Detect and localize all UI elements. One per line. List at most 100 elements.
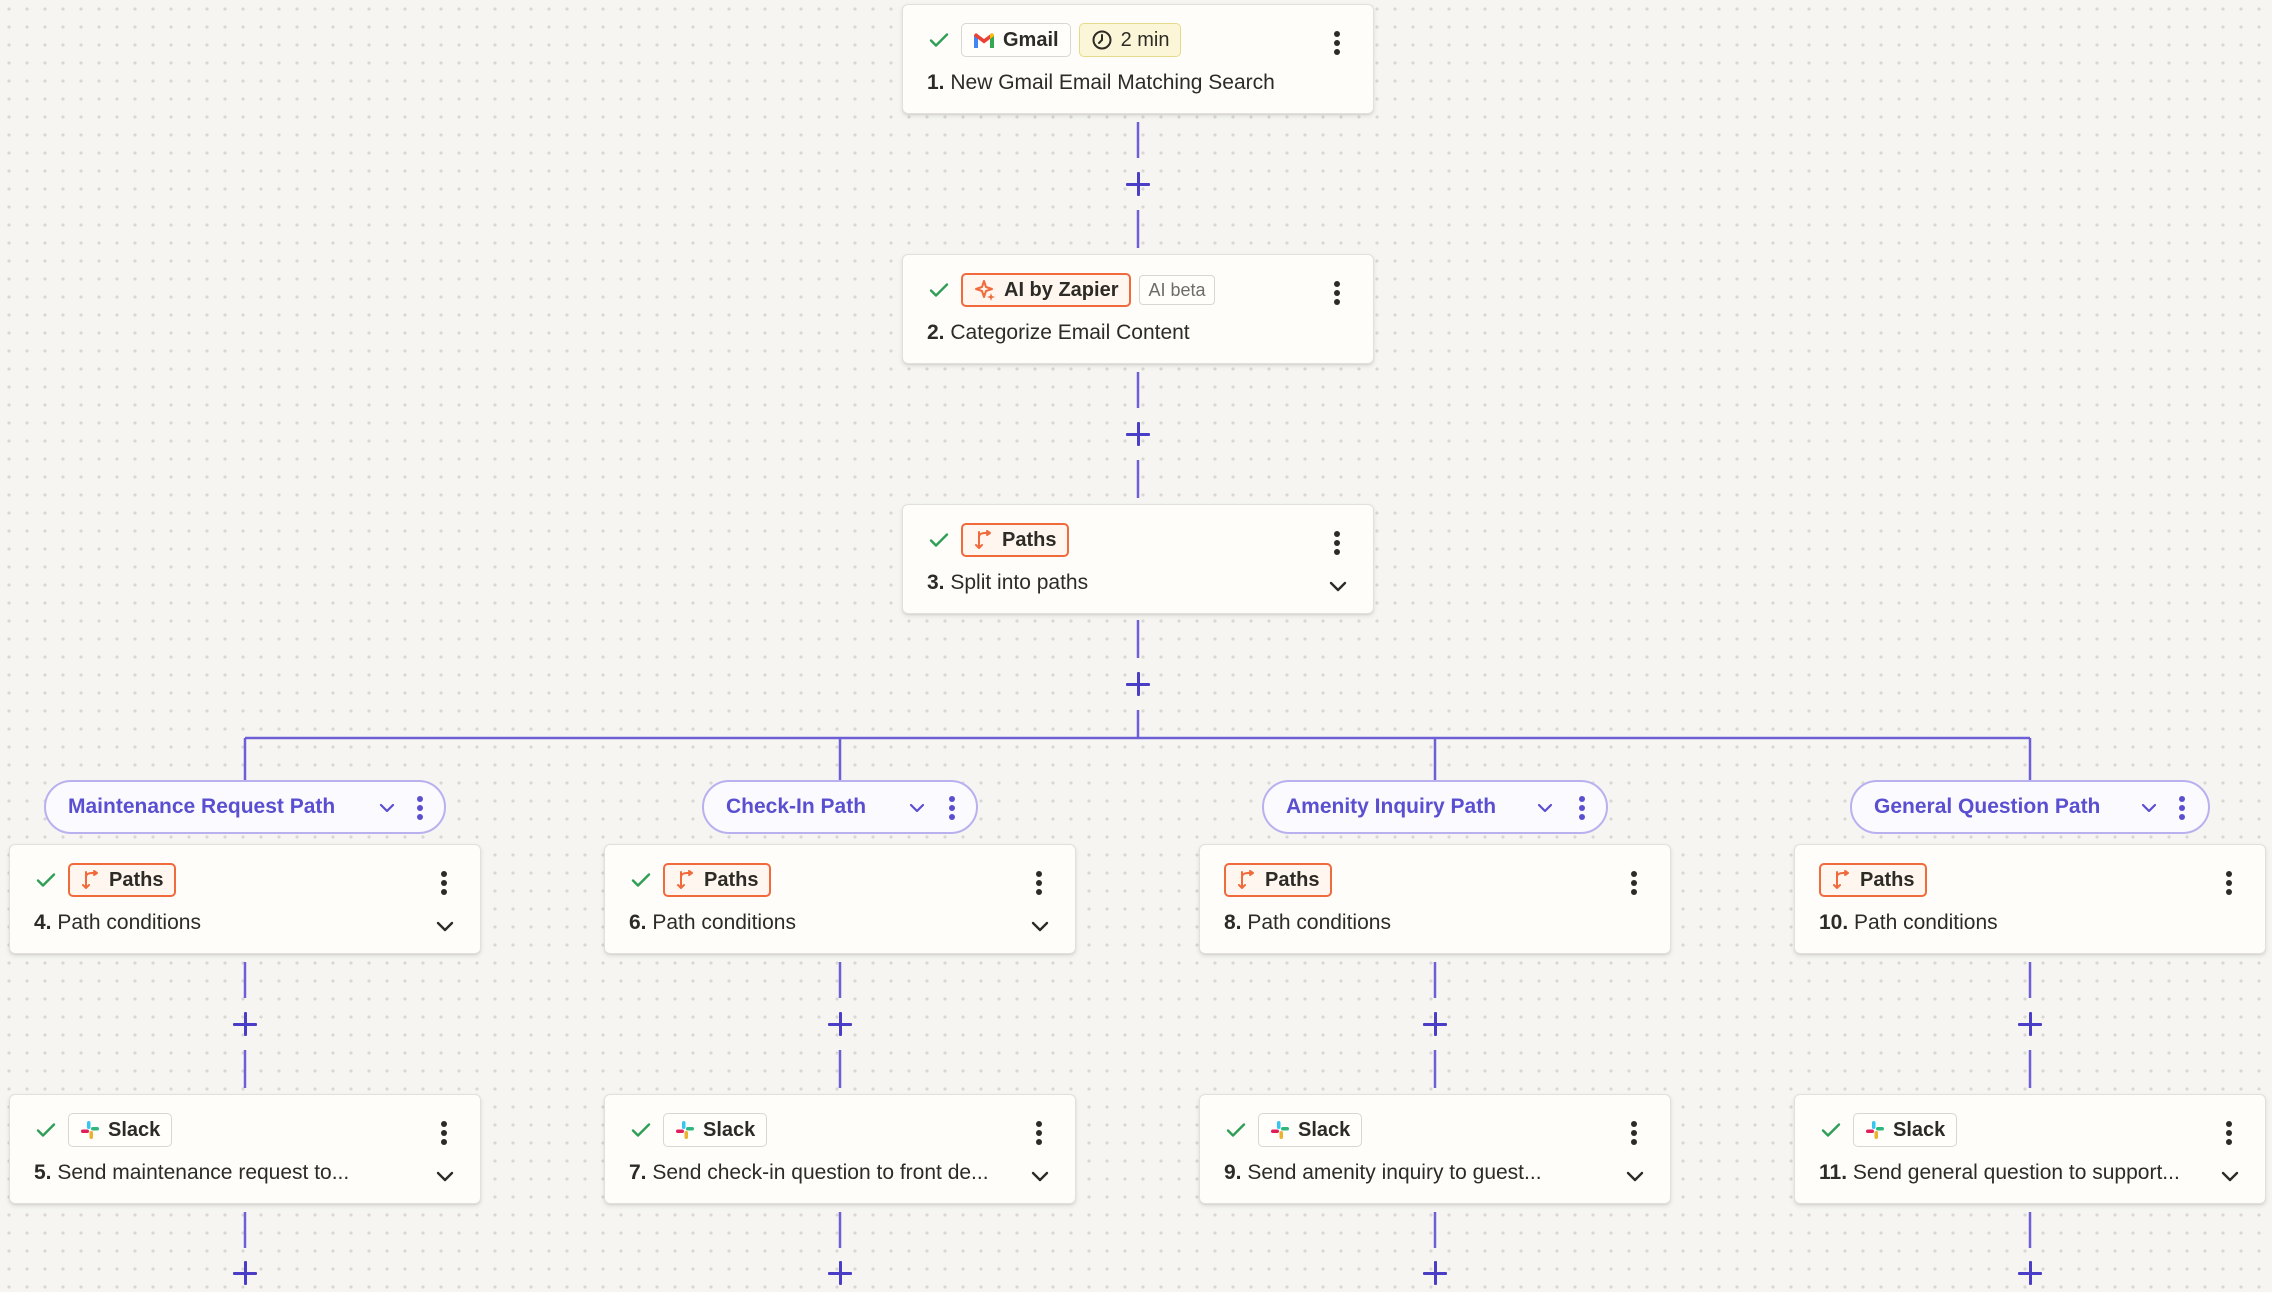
step-title-text: Split into paths xyxy=(950,571,1089,594)
paths-icon xyxy=(975,530,991,549)
app-badge: Slack xyxy=(68,1113,173,1147)
chevron-down-icon[interactable] xyxy=(906,797,928,819)
chevron-down-icon[interactable] xyxy=(1534,797,1556,819)
step-title: 11. Send general question to support... xyxy=(1819,1161,2180,1185)
step-card-path-conditions[interactable]: Paths 4. Path conditions xyxy=(9,844,481,954)
step-title: 7. Send check-in question to front de... xyxy=(629,1161,989,1185)
step-number: 3. xyxy=(927,571,945,594)
path-name: Amenity Inquiry Path xyxy=(1286,795,1497,818)
app-name: Paths xyxy=(1002,528,1057,551)
app-name: Paths xyxy=(704,868,759,891)
path-pill-general[interactable]: General Question Path xyxy=(1850,780,2210,834)
more-icon[interactable] xyxy=(430,867,458,899)
check-icon xyxy=(36,1123,56,1137)
path-pill-check-in[interactable]: Check-In Path xyxy=(702,780,978,834)
app-name: Gmail xyxy=(1003,28,1059,51)
add-step-icon[interactable] xyxy=(827,1011,853,1037)
more-icon[interactable] xyxy=(430,1117,458,1149)
step-number: 4. xyxy=(34,911,52,934)
more-icon[interactable] xyxy=(1620,1117,1648,1149)
step-card-split-paths[interactable]: Paths 3. Split into paths xyxy=(902,504,1374,614)
more-icon[interactable] xyxy=(944,793,960,823)
clock-icon xyxy=(1092,30,1112,50)
check-icon xyxy=(36,873,56,887)
app-name: Slack xyxy=(703,1118,756,1141)
slack-icon xyxy=(81,1121,99,1139)
chevron-down-icon[interactable] xyxy=(432,1163,458,1189)
chevron-down-icon[interactable] xyxy=(432,913,458,939)
chevron-down-icon[interactable] xyxy=(1325,573,1351,599)
step-number: 5. xyxy=(34,1161,52,1184)
gmail-icon xyxy=(974,32,994,48)
add-step-icon[interactable] xyxy=(1125,421,1151,447)
app-name: AI by Zapier xyxy=(1004,278,1119,301)
step-title: 5. Send maintenance request to... xyxy=(34,1161,349,1185)
more-icon[interactable] xyxy=(1323,527,1351,559)
step-number: 7. xyxy=(629,1161,647,1184)
more-icon[interactable] xyxy=(2215,1117,2243,1149)
step-card-slack-action[interactable]: Slack 5. Send maintenance request to... xyxy=(9,1094,481,1204)
paths-icon xyxy=(1833,870,1849,889)
step-card-slack-action[interactable]: Slack 7. Send check-in question to front… xyxy=(604,1094,1076,1204)
path-name: Check-In Path xyxy=(726,795,867,818)
add-step-icon[interactable] xyxy=(232,1011,258,1037)
add-step-icon[interactable] xyxy=(1125,171,1151,197)
step-card-slack-action[interactable]: Slack 9. Send amenity inquiry to guest..… xyxy=(1199,1094,1671,1204)
more-icon[interactable] xyxy=(1323,27,1351,59)
step-card-ai-categorize[interactable]: AI by Zapier AI beta 2. Categorize Email… xyxy=(902,254,1374,364)
more-icon[interactable] xyxy=(2174,793,2190,823)
more-icon[interactable] xyxy=(412,793,428,823)
step-number: 8. xyxy=(1224,911,1242,934)
step-title-text: Path conditions xyxy=(1854,911,1998,934)
ai-beta-tag: AI beta xyxy=(1139,275,1215,305)
add-step-icon[interactable] xyxy=(827,1260,853,1286)
add-step-icon[interactable] xyxy=(1125,671,1151,697)
step-title-text: Path conditions xyxy=(652,911,796,934)
step-card-path-conditions[interactable]: Paths 6. Path conditions xyxy=(604,844,1076,954)
path-name: Maintenance Request Path xyxy=(68,795,336,818)
add-step-icon[interactable] xyxy=(2017,1011,2043,1037)
app-badge: Paths xyxy=(961,523,1070,557)
step-number: 6. xyxy=(629,911,647,934)
chevron-down-icon[interactable] xyxy=(1622,1163,1648,1189)
app-badge: Paths xyxy=(1224,863,1333,897)
step-title-text: Send maintenance request to... xyxy=(57,1161,350,1184)
path-pill-maintenance[interactable]: Maintenance Request Path xyxy=(44,780,446,834)
add-step-icon[interactable] xyxy=(2017,1260,2043,1286)
more-icon[interactable] xyxy=(1025,867,1053,899)
chevron-down-icon[interactable] xyxy=(2138,797,2160,819)
slack-icon xyxy=(676,1121,694,1139)
step-card-path-conditions[interactable]: Paths 10. Path conditions xyxy=(1794,844,2266,954)
step-title: 6. Path conditions xyxy=(629,911,796,935)
more-icon[interactable] xyxy=(1620,867,1648,899)
step-title: 3. Split into paths xyxy=(927,571,1088,595)
step-card-path-conditions[interactable]: Paths 8. Path conditions xyxy=(1199,844,1671,954)
add-step-icon[interactable] xyxy=(1422,1260,1448,1286)
app-badge: Slack xyxy=(1258,1113,1363,1147)
step-title-text: Send general question to support... xyxy=(1852,1161,2180,1184)
app-name: Paths xyxy=(1860,868,1915,891)
more-icon[interactable] xyxy=(1323,277,1351,309)
chevron-down-icon[interactable] xyxy=(376,797,398,819)
more-icon[interactable] xyxy=(1574,793,1590,823)
check-icon xyxy=(929,33,949,47)
step-card-slack-action[interactable]: Slack 11. Send general question to suppo… xyxy=(1794,1094,2266,1204)
add-step-icon[interactable] xyxy=(1422,1011,1448,1037)
step-title-text: Path conditions xyxy=(57,911,201,934)
path-pill-amenity[interactable]: Amenity Inquiry Path xyxy=(1262,780,1608,834)
check-icon xyxy=(929,533,949,547)
step-number: 11. xyxy=(1819,1161,1848,1184)
add-step-icon[interactable] xyxy=(232,1260,258,1286)
chevron-down-icon[interactable] xyxy=(2217,1163,2243,1189)
chevron-down-icon[interactable] xyxy=(1027,913,1053,939)
chevron-down-icon[interactable] xyxy=(1027,1163,1053,1189)
app-badge: Paths xyxy=(68,863,177,897)
more-icon[interactable] xyxy=(1025,1117,1053,1149)
check-icon xyxy=(929,283,949,297)
step-title-text: Send check-in question to front de... xyxy=(652,1161,989,1184)
more-icon[interactable] xyxy=(2215,867,2243,899)
step-number: 2. xyxy=(927,321,945,344)
step-card-gmail-trigger[interactable]: Gmail 2 min 1. New Gmail Email Matching … xyxy=(902,4,1374,114)
app-badge: AI by Zapier xyxy=(961,273,1132,307)
